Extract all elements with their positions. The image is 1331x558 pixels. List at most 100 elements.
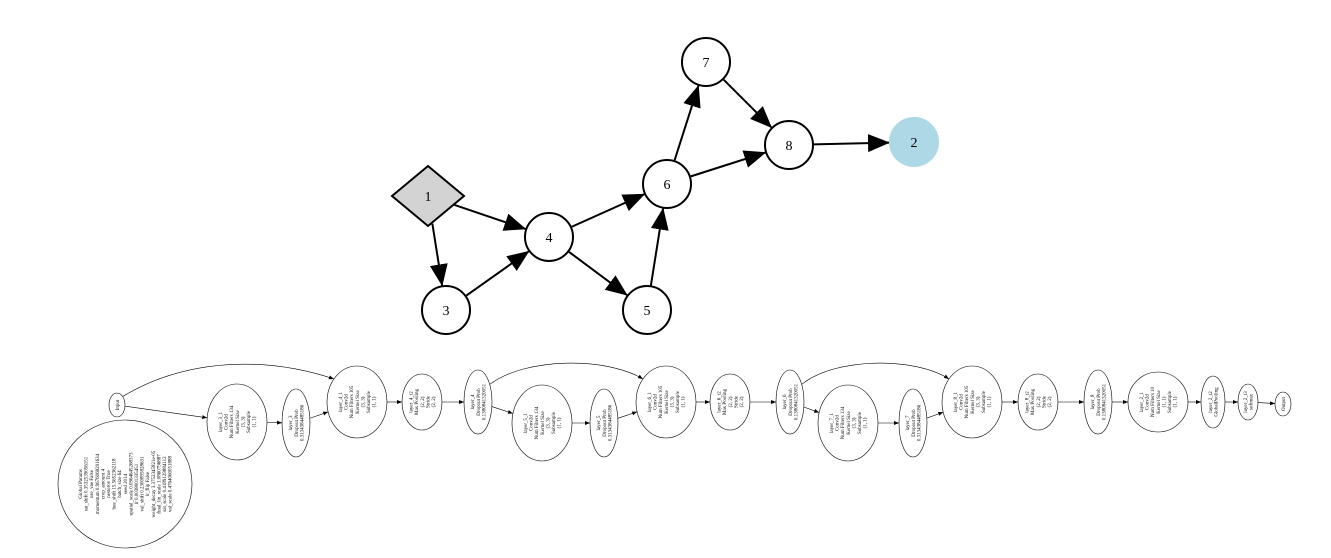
node-text-line: sat_scale 0.4189129884112 bbox=[163, 456, 168, 512]
node-text-line: Conv2d bbox=[654, 394, 659, 410]
node-text-line: (1, 1) bbox=[988, 396, 993, 407]
edge-7-8 bbox=[722, 78, 773, 129]
node-text-line: Subsample bbox=[676, 390, 681, 413]
node-6: 6 bbox=[642, 159, 692, 209]
node-text-line: (1, 1) bbox=[1162, 396, 1167, 407]
node-text-line: Num Filters 134 bbox=[535, 406, 540, 439]
node-1: 1 bbox=[390, 164, 466, 228]
edge-input-layer_3_1 bbox=[124, 405, 208, 420]
node-text-line: Kernel Size bbox=[847, 410, 852, 434]
node-text-line: Num Filters 134 bbox=[841, 406, 846, 439]
ellipse-shape bbox=[589, 388, 619, 458]
node-text-line: layer_7_1 bbox=[830, 413, 835, 433]
edge-1-3 bbox=[429, 223, 448, 287]
node-text-line: Kernel Size bbox=[1157, 389, 1162, 413]
ellipse-shape bbox=[206, 383, 268, 461]
node-text-line: 0.3134384485186 bbox=[300, 404, 305, 441]
node-text-line: Stride bbox=[1042, 395, 1047, 408]
node-text-line: layer_4_1 bbox=[339, 392, 344, 412]
node-text-line: crop_amount 4 bbox=[101, 468, 106, 499]
edge-layer_3-layer_4_1 bbox=[309, 411, 329, 419]
node-text-line: batch_size 64 bbox=[118, 470, 123, 498]
node-text-line: Dropout Prob bbox=[603, 409, 608, 437]
node-text-line: (1, 1) bbox=[373, 396, 378, 407]
node-text-line: Subsample bbox=[552, 411, 557, 434]
edge-layer_4-layer_6_1 bbox=[489, 362, 644, 385]
node-text-line: (2, 2) bbox=[1048, 396, 1053, 407]
edge-3-4 bbox=[465, 250, 530, 297]
node-8: 8 bbox=[764, 120, 814, 170]
node-text-line: Max Pooling bbox=[1031, 389, 1036, 415]
node-text-line: Kernel Size bbox=[236, 409, 241, 433]
node-text-line: (3, 3) bbox=[241, 416, 246, 427]
node-label: 1 bbox=[425, 190, 432, 205]
node-text-line: layer_5_1 bbox=[524, 413, 529, 433]
node-text-line: nesterov True bbox=[107, 470, 112, 498]
node-text-line: Num Filters 105 bbox=[659, 385, 664, 418]
node-text-line: layer_6_1 bbox=[648, 392, 653, 412]
node-text-line: (1, 1) bbox=[1174, 396, 1179, 407]
ellipse-shape bbox=[709, 373, 751, 431]
node-text-line: layer_6 bbox=[783, 394, 788, 409]
node-label: 2 bbox=[911, 136, 918, 151]
top-graph-edges bbox=[429, 78, 891, 297]
node-text-line: Output bbox=[1282, 396, 1287, 411]
node-4: 4 bbox=[524, 212, 574, 262]
node-text: Input bbox=[116, 399, 121, 410]
node-text-line: layer_3_1 bbox=[219, 412, 224, 432]
node-text-line: layer_7 bbox=[906, 415, 911, 430]
node-text-line: Dropout Prob bbox=[477, 388, 482, 416]
edge-1-4 bbox=[454, 204, 527, 231]
node-text-line: 0.3134384485186 bbox=[608, 404, 613, 441]
node-label: 8 bbox=[786, 139, 793, 154]
node-text-line: (2, 2) bbox=[729, 396, 734, 407]
node-text-line: (2, 2) bbox=[1037, 396, 1042, 407]
node-text-line: (3, 3) bbox=[976, 396, 981, 407]
ellipse-shape bbox=[1127, 371, 1189, 433]
edge-layer_7-layer_8_1 bbox=[926, 411, 944, 419]
node-output: Output bbox=[1274, 391, 1292, 417]
ellipse-shape bbox=[281, 388, 311, 458]
node-text-line: (2, 2) bbox=[432, 396, 437, 407]
ellipse-shape bbox=[1083, 369, 1113, 435]
ellipse-shape bbox=[1237, 383, 1259, 421]
ellipse-shape bbox=[898, 388, 928, 458]
node-text-line: Subsample bbox=[1168, 390, 1173, 413]
node-text-line: layer_4 bbox=[471, 394, 476, 409]
node-text-line: layer_6_t2 bbox=[718, 391, 723, 413]
edge-layer_4-layer_5_1 bbox=[491, 406, 514, 414]
ellipse-shape bbox=[941, 365, 1003, 439]
bottom-graph-edges bbox=[122, 362, 1276, 425]
ellipse-shape bbox=[108, 392, 126, 418]
node-text-line: 0.1380841320051 bbox=[794, 383, 799, 420]
edge-6-7 bbox=[673, 84, 701, 161]
node-text-line: Max Pooling bbox=[415, 389, 420, 415]
node-text-line: (3, 3) bbox=[852, 417, 857, 428]
node-text-line: Kernel Size bbox=[665, 389, 670, 413]
node-text-line: layer_4_t2 bbox=[410, 391, 415, 413]
node-text-line: (3, 3) bbox=[670, 396, 675, 407]
node-text-line: layer_8_t2 bbox=[1026, 391, 1031, 413]
